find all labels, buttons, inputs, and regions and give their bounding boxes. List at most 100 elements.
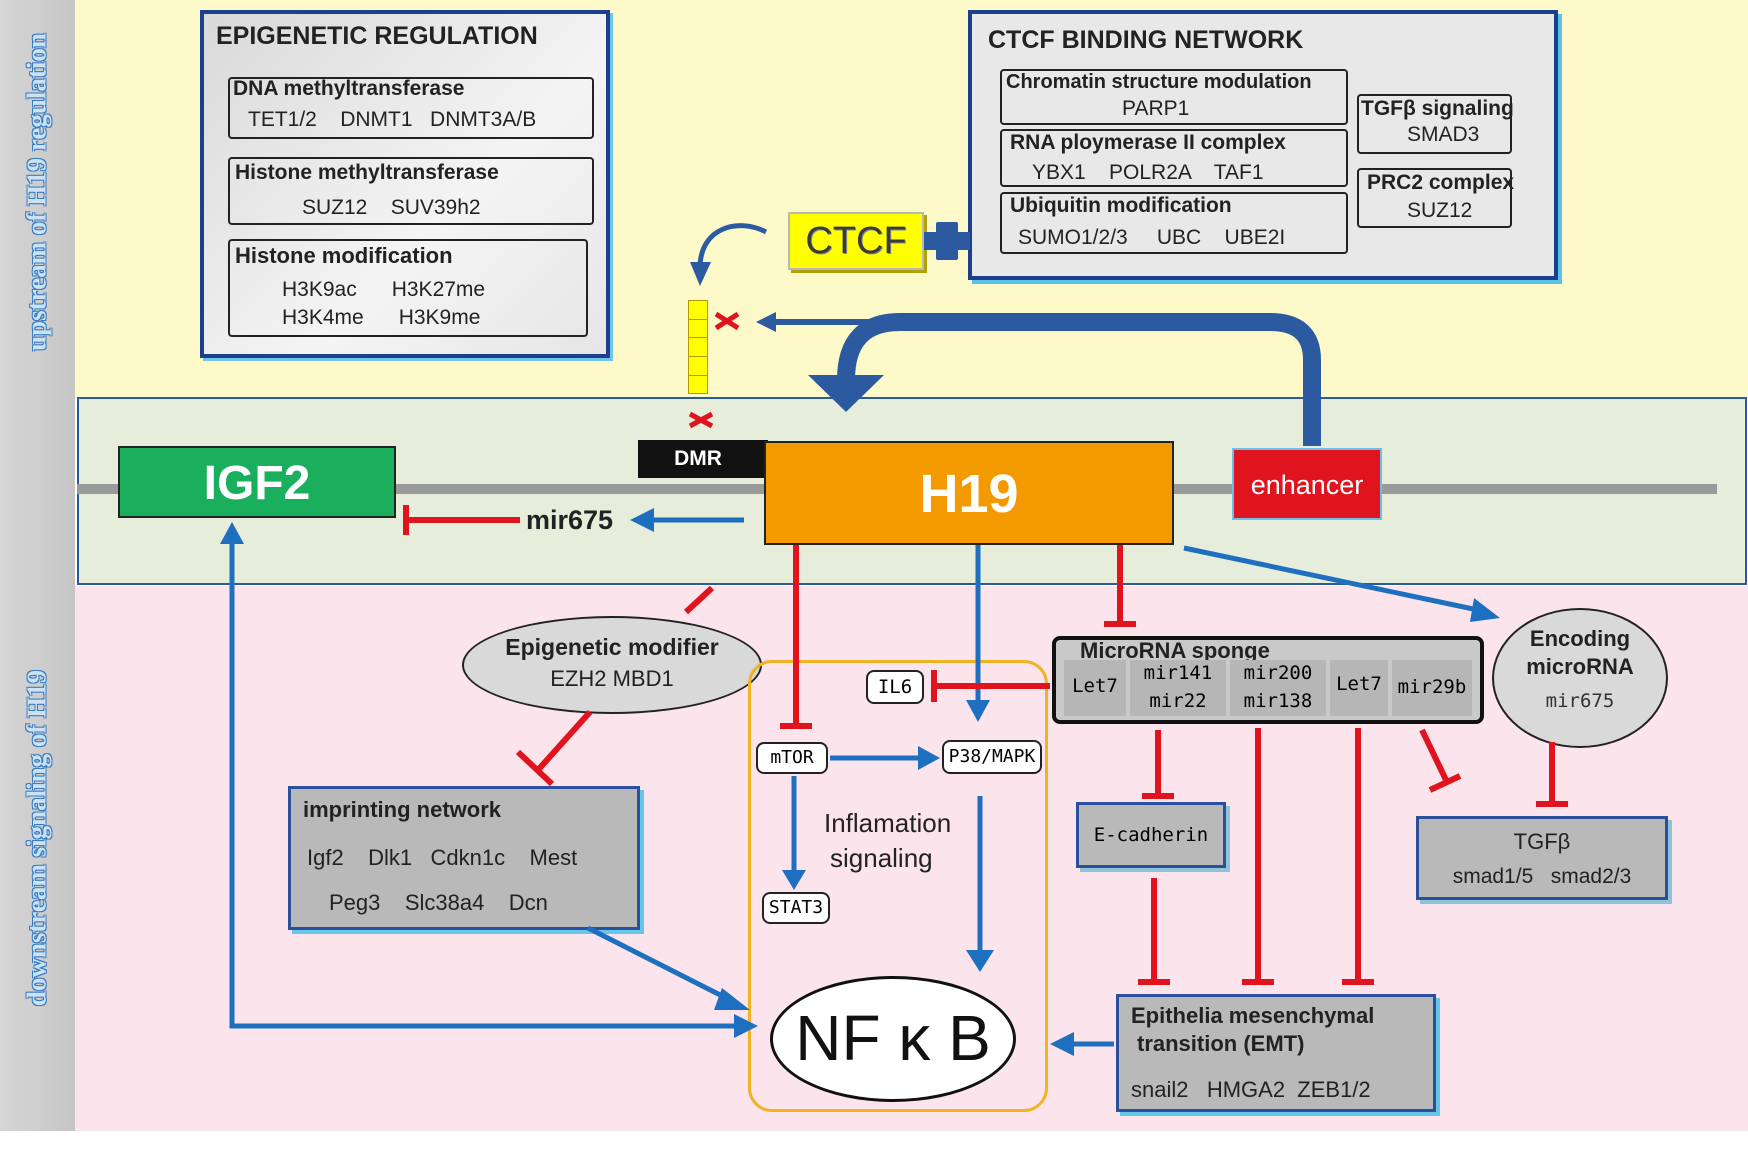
inflammation-label-2: signaling [830,843,933,873]
prc2-complex-items: SUZ12 [1407,199,1473,222]
h19-to-mir675-arrowhead [630,508,654,532]
dmr-label: DMR [674,447,722,470]
epigenetic-regulation-panel: EPIGENETIC REGULATION DNA methyltransfer… [200,10,610,358]
rna-polymerase-box: RNA ploymerase II complex YBX1 POLR2A TA… [1000,129,1348,187]
encoding-microrna-ellipse: Encoding microRNA mir675 [1492,608,1668,748]
stat3-node: STAT3 [762,892,830,924]
h19-to-encoding-microrna [1183,545,1479,613]
dna-methyltransferase-title: DNA methyltransferase [233,77,465,100]
ctcf-box: CTCF [788,212,924,270]
modifier-inhibits-imprinting [535,709,593,773]
epigenetic-modifier-title: Epigenetic modifier [505,634,719,660]
dna-methyltransferase-items: TET1/2 DNMT1 DNMT3A/B [248,108,537,131]
chromatin-modulation-box: Chromatin structure modulation PARP1 [1000,69,1348,125]
ctcf-network-title: CTCF BINDING NETWORK [988,26,1304,54]
h19-to-epigenetic-modifier [683,585,715,615]
ubiquitin-modification-title: Ubiquitin modification [1010,194,1232,217]
sponge-cell-mir141-mir22: mir141 mir22 [1130,660,1226,716]
sponge-cell-mir29b: mir29b [1392,660,1472,716]
igf2-nfkb-arrowhead-up [220,522,244,544]
nfkb-node: NF κ B [770,976,1016,1102]
emt-to-nfkb-arrowhead [1050,1032,1074,1056]
ctcf-site-divider-2 [688,337,708,338]
histone-modification-box: Histone modification H3K9ac H3K27me H3K4… [228,239,588,337]
ctcf-label: CTCF [805,220,907,262]
rna-polymerase-title: RNA ploymerase II complex [1010,131,1286,154]
encoding-microrna-items: mir675 [1545,690,1615,712]
emt-title-2: transition (EMT) [1137,1031,1305,1056]
tgfb-box-items: smad1/5 smad2/3 [1452,865,1632,888]
imprinting-network-title: imprinting network [303,797,501,822]
ctcf-site-divider-3 [688,356,708,357]
dmr-region: DMR [638,440,768,478]
histone-methyltransferase-items: SUZ12 SUV39h2 [302,196,481,219]
tgfb-signaling-items: SMAD3 [1407,123,1480,146]
prc2-complex-box: PRC2 complex SUZ12 [1357,168,1515,228]
mtor-to-p38-arrowhead [918,746,940,770]
imprinting-to-nfkb-arrowhead [714,988,750,1010]
sponge-inhibits-tgfb [1419,728,1449,782]
ctcf-site-divider-1 [688,319,708,320]
sponge-cell-line1: Let7 [1336,673,1382,695]
igf2-gene: IGF2 [118,446,396,518]
sponge-cell-line1: mir29b [1397,676,1467,698]
h19-gene: H19 [764,441,1174,545]
inflammation-signaling-container [748,660,1048,1112]
ctcf-curved-arrow [697,223,768,269]
igf2-label: IGF2 [203,457,311,510]
enhancer-loop-arrow [837,313,1321,446]
inflammation-label-1: Inflamation [824,808,952,838]
sponge-cell-line1: mir200 [1243,662,1313,684]
mir675-label: mir675 [526,505,614,535]
microrna-sponge-title: MicroRNA sponge [1080,638,1270,663]
sponge-cell-line2: mir22 [1149,690,1207,712]
epigenetic-modifier-items: EZH2 MBD1 [550,666,674,691]
ctcf-site-divider-4 [688,375,708,376]
sponge-cell-mir200-mir138: mir200 mir138 [1230,660,1326,716]
histone-modification-row2: H3K4me H3K9me [282,306,481,329]
imprinting-to-nfkb [586,925,732,1003]
emt-title-1: Epithelia mesenchymal [1131,1003,1375,1028]
side-panel [0,0,75,1131]
enhancer-element: enhancer [1232,448,1382,520]
ubiquitin-modification-box: Ubiquitin modification SUMO1/2/3 UBC UBE… [1000,192,1348,254]
imprinting-network-row2: Peg3 Slc38a4 Dcn [329,890,548,915]
histone-methyltransferase-box: Histone methyltransferase SUZ12 SUV39h2 [228,157,594,225]
sponge-cell-line1: mir141 [1143,662,1213,684]
e-cadherin-label: E-cadherin [1093,824,1209,846]
blocked-mark-lower [688,411,714,429]
tgfb-inhibit-bar-a [1428,773,1462,793]
imprinting-network-row1: Igf2 Dlk1 Cdkn1c Mest [307,845,578,870]
enhancer-loop-arrowhead [808,375,884,412]
blocked-mark-upper [714,311,740,331]
epigenetic-modifier-ellipse: Epigenetic modifier EZH2 MBD1 [462,616,762,714]
emt-box: Epithelia mesenchymal transition (EMT) s… [1116,994,1436,1112]
e-cadherin-box: E-cadherin [1076,802,1226,868]
mtor-to-stat3-arrowhead [782,870,806,890]
igf2-nfkb-arrowhead-right [734,1014,758,1038]
modifier-inhibit-bar [515,749,555,787]
enhancer-to-ctcf-arrowhead [756,312,776,332]
p38-to-nfkb-arrowhead [966,950,994,972]
sponge-cell-line2: mir138 [1243,690,1313,712]
histone-modification-row1: H3K9ac H3K27me [282,278,486,301]
emt-items: snail2 HMGA2 ZEB1/2 [1131,1077,1371,1102]
tgfb-signaling-box: TGFβ signaling SMAD3 [1357,94,1514,154]
sponge-cell-let7-a: Let7 [1064,660,1126,716]
h19-to-encoding-arrowhead [1470,598,1500,622]
tgfb-signaling-title: TGFβ signaling [1361,97,1514,120]
rna-polymerase-items: YBX1 POLR2A TAF1 [1032,161,1264,184]
sponge-cell-let7-b: Let7 [1330,660,1388,716]
prc2-complex-title: PRC2 complex [1367,171,1515,194]
histone-methyltransferase-title: Histone methyltransferase [235,161,499,184]
encoding-microrna-title-2: microRNA [1526,654,1634,679]
sponge-cell-line1: Let7 [1072,675,1118,697]
igf2-nfkb-link [229,536,740,1029]
histone-modification-title: Histone modification [235,243,453,268]
ubiquitin-modification-items: SUMO1/2/3 UBC UBE2I [1018,226,1286,249]
il6-node: IL6 [866,670,924,704]
ctcf-binding-network-panel: CTCF BINDING NETWORK Chromatin structure… [968,10,1558,280]
chromatin-modulation-items: PARP1 [1122,97,1190,120]
imprinting-network-box: imprinting network Igf2 Dlk1 Cdkn1c Mest… [288,786,640,930]
ctcf-binding-sites [688,300,708,394]
